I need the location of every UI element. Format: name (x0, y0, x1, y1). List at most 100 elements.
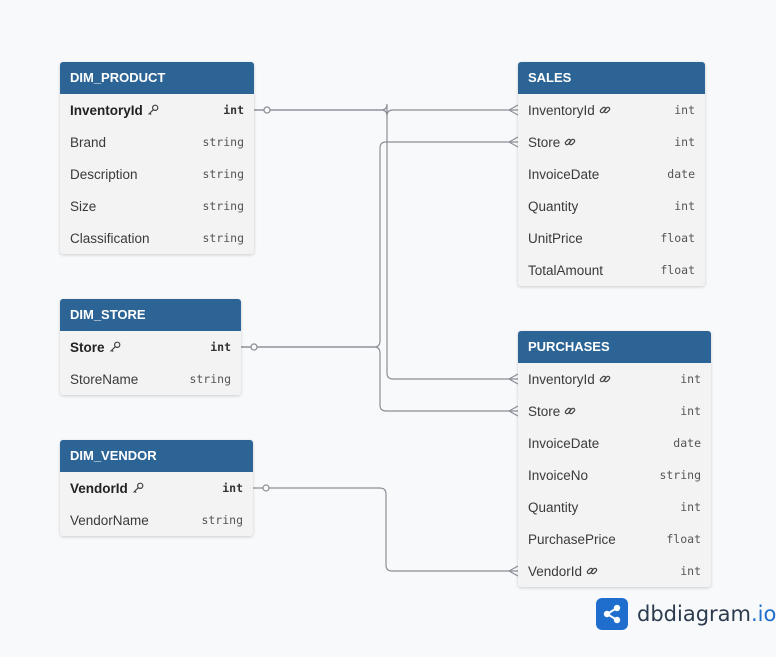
field-row-store[interactable]: Store int (60, 331, 241, 363)
field-name: InventoryId (70, 103, 159, 118)
field-name-text: PurchasePrice (528, 531, 616, 547)
table-header[interactable]: DIM_PRODUCT (60, 62, 254, 94)
field-name-text: Brand (70, 134, 107, 150)
brand-wordmark: dbdiagram.io (637, 602, 776, 626)
field-name: Classification (70, 231, 150, 246)
field-name-text: InvoiceNo (528, 467, 589, 483)
field-row-purchaseprice[interactable]: PurchasePrice float (518, 523, 711, 555)
field-row-invoicedate[interactable]: InvoiceDate date (518, 427, 711, 459)
many-end-marker (508, 405, 519, 417)
field-row-store[interactable]: Store int (518, 126, 705, 158)
field-type: int (674, 199, 695, 213)
field-type: float (660, 231, 695, 245)
link-icon (586, 565, 598, 577)
field-name-text: Store (528, 134, 561, 150)
share-nodes-icon (596, 598, 628, 630)
field-row-invoiceno[interactable]: InvoiceNo string (518, 459, 711, 491)
field-type: int (680, 500, 701, 514)
field-name: VendorId (528, 564, 598, 579)
field-type: string (189, 372, 231, 386)
field-name-text: StoreName (70, 371, 139, 387)
relationship-line (254, 103, 518, 117)
field-name-text: TotalAmount (528, 262, 604, 278)
field-row-unitprice[interactable]: UnitPrice float (518, 222, 705, 254)
field-name: StoreName (70, 372, 138, 387)
field-name-text: Quantity (528, 198, 579, 214)
field-name: Size (70, 199, 96, 214)
dbdiagram-brand[interactable]: dbdiagram.io (596, 598, 776, 630)
key-icon (132, 482, 144, 494)
field-row-quantity[interactable]: Quantity int (518, 491, 711, 523)
field-type: string (202, 135, 244, 149)
field-type: int (674, 103, 695, 117)
link-icon (564, 405, 576, 417)
field-name-text: VendorId (528, 563, 583, 579)
field-type: string (659, 468, 701, 482)
field-name: Quantity (528, 199, 578, 214)
table-header[interactable]: DIM_STORE (60, 299, 241, 331)
field-name: VendorName (70, 513, 149, 528)
field-name: InventoryId (528, 372, 611, 387)
relationship-line (241, 141, 518, 348)
field-name-text: InvoiceDate (528, 435, 600, 451)
field-row-inventoryid[interactable]: InventoryId int (518, 94, 705, 126)
field-name-text: InventoryId (528, 371, 595, 387)
field-name-text: VendorId (70, 480, 128, 496)
many-end-marker (508, 136, 519, 148)
brand-suffix: .io (750, 602, 776, 626)
field-name: Store (528, 404, 576, 419)
field-name: InvoiceDate (528, 167, 599, 182)
field-name: Store (528, 135, 576, 150)
field-type: float (666, 532, 701, 546)
field-row-quantity[interactable]: Quantity int (518, 190, 705, 222)
field-name-text: InventoryId (528, 102, 595, 118)
field-row-vendorid[interactable]: VendorId int (518, 555, 711, 587)
field-name-text: VendorName (70, 512, 149, 528)
field-type: int (680, 564, 701, 578)
field-name-text: Size (70, 198, 97, 214)
link-icon (599, 373, 611, 385)
field-type: string (202, 231, 244, 245)
many-end-marker (508, 104, 519, 116)
relationship-line (254, 109, 518, 380)
field-name-text: Store (70, 339, 105, 355)
field-row-inventoryid[interactable]: InventoryId int (518, 363, 711, 395)
field-row-classification[interactable]: Classification string (60, 222, 254, 254)
field-type: int (680, 372, 701, 386)
field-type: string (201, 513, 243, 527)
field-row-brand[interactable]: Brand string (60, 126, 254, 158)
relationship-line (241, 346, 518, 412)
field-name-text: Description (70, 166, 138, 182)
field-row-storename[interactable]: StoreName string (60, 363, 241, 395)
table-header[interactable]: SALES (518, 62, 705, 94)
link-icon (564, 136, 576, 148)
field-name: InvoiceDate (528, 436, 599, 451)
field-name-text: InvoiceDate (528, 166, 600, 182)
key-icon (109, 341, 121, 353)
field-name-text: Classification (70, 230, 150, 246)
table-header[interactable]: PURCHASES (518, 331, 711, 363)
one-end-marker (263, 106, 271, 114)
field-name: InvoiceNo (528, 468, 588, 483)
one-end-marker (262, 484, 270, 492)
field-row-vendorname[interactable]: VendorName string (60, 504, 253, 536)
table-header[interactable]: DIM_VENDOR (60, 440, 253, 472)
field-name: PurchasePrice (528, 532, 616, 547)
field-type: date (673, 436, 701, 450)
field-type: int (674, 135, 695, 149)
field-type: int (210, 340, 231, 354)
field-name: Quantity (528, 500, 578, 515)
field-name-text: UnitPrice (528, 230, 583, 246)
